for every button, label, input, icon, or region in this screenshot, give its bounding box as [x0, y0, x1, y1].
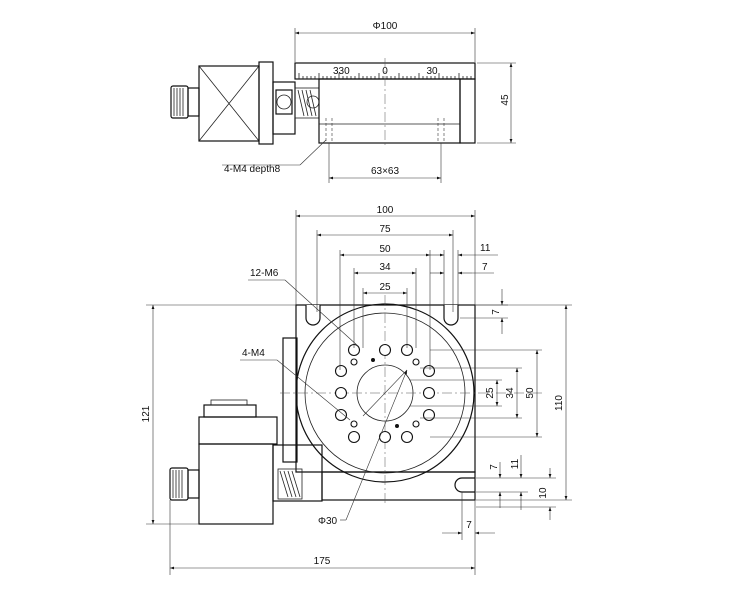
- motor-plan: [169, 399, 323, 525]
- hole-m6: [422, 386, 436, 400]
- label-4m4: 4-M4: [242, 348, 265, 359]
- dim-7-top: 7: [482, 262, 488, 273]
- hole-m4: [350, 358, 358, 366]
- pin-dot: [371, 358, 375, 362]
- dim-7-right: 7: [491, 309, 502, 315]
- label-4m4-depth8: 4-M4 depth8: [224, 164, 281, 175]
- coupling: [272, 81, 320, 135]
- hole-m4: [412, 420, 420, 428]
- dim-50-right: 50: [525, 387, 536, 399]
- turntable: [280, 295, 545, 505]
- dim-25: 25: [379, 282, 391, 293]
- dim-175-label: 175: [314, 556, 331, 567]
- hole-m6: [378, 343, 392, 357]
- leader-4m4: 4-M4: [240, 348, 351, 421]
- plan-view: 100 75 50 34 25 11: [141, 205, 572, 575]
- hole-m6: [422, 364, 436, 378]
- hole-m6: [334, 364, 348, 378]
- base-plate: [282, 304, 476, 501]
- dim-63x63: 63×63: [328, 143, 442, 183]
- dim-phi100: Φ100: [294, 21, 476, 62]
- leader-4m4-depth: 4-M4 depth8: [222, 139, 327, 175]
- dim-25-right: 25: [485, 387, 496, 399]
- scale-label-left: 330: [333, 66, 350, 77]
- dim-121: 121: [141, 304, 296, 525]
- dim-7-slot: 7: [489, 464, 500, 470]
- dim-121-label: 121: [141, 405, 152, 422]
- pin-dot: [395, 424, 399, 428]
- hole-m4: [350, 420, 358, 428]
- dim-7-bottom: 7: [466, 520, 472, 531]
- connector-knob: [170, 85, 200, 119]
- dims-right: 25 34 50 110: [410, 304, 572, 501]
- hole-m6: [400, 430, 414, 444]
- hole-m6: [334, 386, 348, 400]
- hole-m6: [347, 430, 361, 444]
- dim-11: 11: [480, 243, 491, 254]
- dim-100: 100: [377, 205, 394, 216]
- label-12m6: 12-M6: [250, 268, 279, 279]
- dim-10-slot: 10: [538, 487, 549, 499]
- leader-phi30: Φ30: [318, 369, 408, 527]
- hole-m6: [334, 408, 348, 422]
- mounting-holes: [334, 343, 436, 444]
- dim-50: 50: [379, 244, 391, 255]
- scale-label-right: 30: [426, 66, 438, 77]
- dims-slot: 7 11 10: [476, 455, 556, 520]
- dim-63x63-label: 63×63: [371, 166, 400, 177]
- dim-height-45: 45: [477, 62, 516, 144]
- motor-box: [198, 61, 274, 145]
- dim-75: 75: [379, 224, 391, 235]
- hole-m4: [412, 358, 420, 366]
- hole-m6: [422, 408, 436, 422]
- leader-12m6: 12-M6: [248, 268, 359, 347]
- dim-110: 110: [554, 395, 565, 411]
- dim-175: 175: [169, 500, 476, 575]
- top-view: 330 0 30 Φ100 45: [170, 21, 516, 183]
- dim-34-right: 34: [505, 387, 516, 399]
- dim-phi100-label: Φ100: [373, 21, 398, 32]
- stage-body-side: [318, 58, 476, 148]
- dims-top: 100 75 50 34 25 11: [295, 205, 498, 370]
- dim-11-slot: 11: [510, 458, 521, 469]
- dim-height-45-label: 45: [500, 94, 511, 106]
- label-phi30: Φ30: [318, 516, 338, 527]
- dim-bottom-7: 7: [442, 492, 495, 540]
- dim-slot-depth-7: 7: [460, 289, 508, 334]
- dim-34: 34: [379, 262, 391, 273]
